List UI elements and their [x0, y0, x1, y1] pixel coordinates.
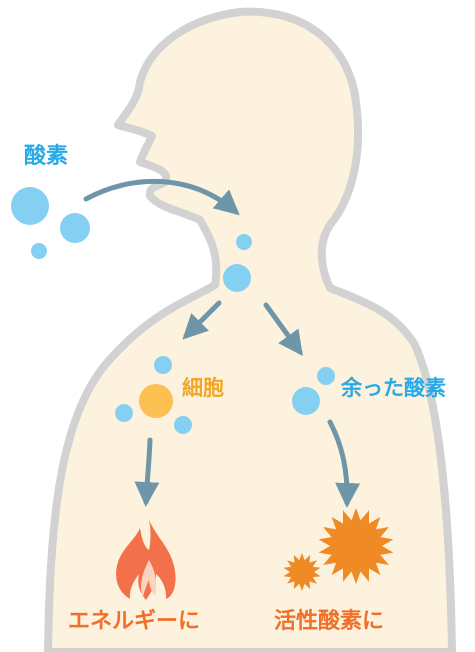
- label-to-energy: エネルギーに: [68, 611, 200, 633]
- oxygen-bubble: [60, 213, 90, 243]
- oxygen-bubble: [115, 404, 133, 422]
- label-oxygen: 酸素: [24, 146, 68, 168]
- cell-circle: [139, 384, 173, 418]
- oxygen-bubble: [154, 356, 172, 374]
- label-to-active-oxygen: 活性酸素に: [274, 611, 384, 633]
- oxygen-bubble: [317, 367, 335, 385]
- label-cell: 細胞: [182, 378, 224, 399]
- oxygen-bubble: [174, 416, 192, 434]
- oxygen-bubble: [236, 234, 252, 250]
- label-excess-oxygen: 余った酸素: [341, 378, 446, 399]
- oxygen-bubble: [31, 243, 47, 259]
- human-body-silhouette: [48, 12, 452, 652]
- oxygen-bubble: [11, 187, 49, 225]
- oxygen-bubble: [292, 387, 320, 415]
- oxygen-bubble: [223, 264, 251, 292]
